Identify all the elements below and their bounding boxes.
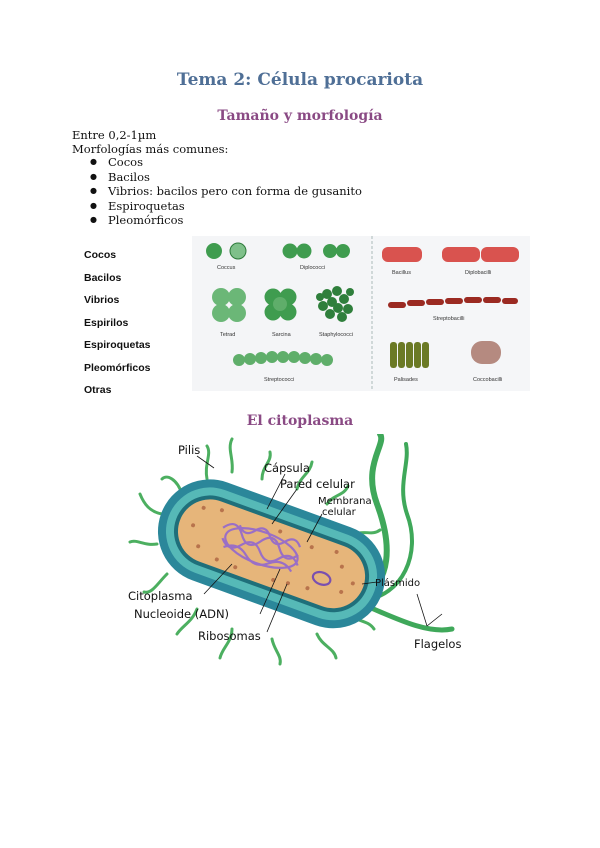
section-heading-size-morphology: Tamaño y morfología	[217, 108, 383, 124]
caption-coccus: Coccus	[217, 265, 236, 271]
caption-streptococci: Streptococci	[264, 377, 294, 383]
prokaryotic-cell-diagram: Pilis Cápsula Pared celular Membrana cel…	[128, 434, 461, 666]
bacillus-cell	[382, 247, 422, 262]
staphylococci-cells	[316, 286, 354, 322]
palisades-cells	[390, 342, 429, 368]
caption-palisades: Palisades	[394, 377, 418, 383]
caption-diplobacilli: Diplobacilli	[465, 270, 491, 276]
cell-body	[157, 479, 386, 629]
caption-tetrad: Tetrad	[220, 332, 235, 338]
cocci-panel: Coccus Diplococci Tetrad Sarcina Staphyl…	[192, 236, 370, 391]
label-flagelos: Flagelos	[414, 637, 461, 651]
label-membrana: Membrana	[318, 496, 372, 507]
coccobacilli-cell	[471, 341, 501, 364]
streptococci-cells	[233, 351, 333, 366]
diplobacilli-cell	[442, 247, 480, 262]
size-range-text: Entre 0,2-1µm	[72, 128, 157, 142]
diplococci-cell	[282, 243, 298, 259]
list-item: Pleomórficos	[90, 213, 362, 228]
label-plasmido: Plásmido	[375, 577, 420, 589]
section-heading-cytoplasm: El citoplasma	[246, 413, 354, 429]
label-capsula: Cápsula	[264, 461, 310, 475]
label-nucleoide: Nucleoide (ADN)	[134, 607, 229, 621]
coccus-cell	[206, 243, 222, 259]
morphology-list: Cocos Bacilos Vibrios: bacilos pero con …	[72, 155, 362, 228]
caption-staphylococci: Staphylococci	[319, 332, 353, 338]
tetrad-cells	[212, 288, 246, 322]
list-item: Espiroquetas	[90, 199, 362, 214]
label-pilis: Pilis	[178, 443, 200, 457]
list-item: Vibrios: bacilos pero con forma de gusan…	[90, 184, 362, 199]
page-title: Tema 2: Célula procariota	[176, 70, 424, 90]
morph-label: Otras	[84, 384, 112, 396]
caption-streptobacilli: Streptobacilli	[433, 316, 465, 322]
morph-label: Vibrios	[84, 294, 120, 306]
label-pared-celular: Pared celular	[280, 477, 355, 491]
bacilli-panel: Bacillus Diplobacilli Streptobacilli Pal…	[370, 236, 530, 391]
label-ribosomas: Ribosomas	[198, 629, 261, 643]
caption-coccobacilli: Coccobacilli	[473, 377, 502, 383]
morph-label: Cocos	[84, 249, 117, 261]
morphologies-intro-text: Morfologías más comunes:	[72, 142, 229, 156]
morph-label: Espiroquetas	[84, 339, 151, 351]
caption-diplococci: Diplococci	[300, 265, 325, 271]
morphology-figure: Cocos Bacilos Vibrios Espirilos Espiroqu…	[72, 236, 530, 396]
list-item: Bacilos	[90, 170, 362, 185]
list-item: Cocos	[90, 155, 362, 170]
morphology-labels: Cocos Bacilos Vibrios Espirilos Espiroqu…	[84, 244, 151, 402]
morph-label: Espirilos	[84, 316, 129, 329]
caption-bacillus: Bacillus	[392, 270, 411, 276]
morph-label: Pleomórficos	[84, 361, 151, 374]
caption-sarcina: Sarcina	[272, 332, 292, 338]
label-membrana-celular: celular	[322, 507, 357, 518]
label-citoplasma: Citoplasma	[128, 589, 193, 603]
streptobacilli-cells	[388, 297, 518, 308]
morph-label: Bacilos	[84, 271, 122, 284]
sarcina-cells	[264, 288, 297, 321]
